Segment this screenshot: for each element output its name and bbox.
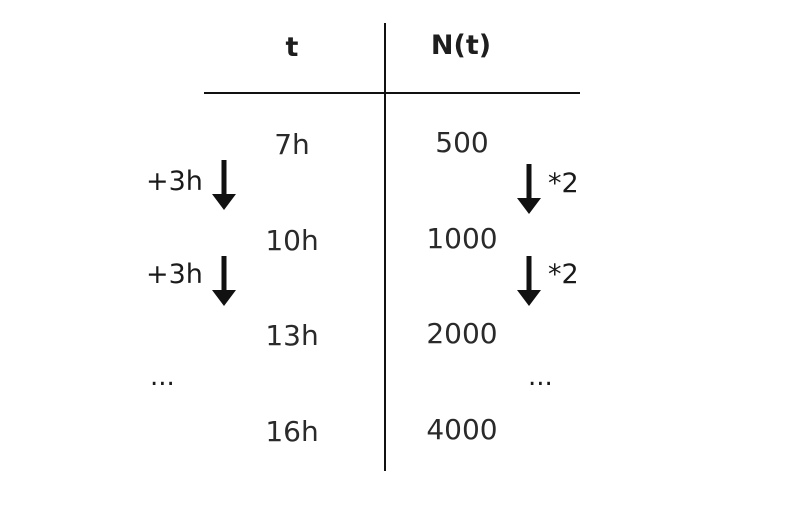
table-vertical-divider [384, 23, 386, 471]
t-value-3: 13h [265, 319, 319, 352]
down-arrow-icon [212, 256, 236, 306]
t-value-2: 10h [265, 224, 319, 257]
left-step-label-1: +3h [146, 166, 203, 197]
header-n: N(t) [430, 30, 492, 61]
n-value-4: 4000 [426, 413, 498, 446]
t-value-4: 16h [265, 415, 319, 448]
right-step-label-2: *2 [548, 259, 579, 290]
left-ellipsis: ... [150, 362, 175, 392]
n-value-3: 2000 [426, 317, 498, 350]
right-ellipsis: ... [528, 362, 553, 392]
down-arrow-icon [212, 160, 236, 210]
t-value-1: 7h [274, 128, 310, 161]
right-step-label-1: *2 [548, 168, 579, 199]
left-step-label-2: +3h [146, 259, 203, 290]
header-t: t [285, 32, 299, 63]
down-arrow-icon [517, 256, 541, 306]
n-value-1: 500 [435, 126, 489, 159]
n-value-2: 1000 [426, 222, 498, 255]
down-arrow-icon [517, 164, 541, 214]
table-header-divider [204, 92, 580, 94]
